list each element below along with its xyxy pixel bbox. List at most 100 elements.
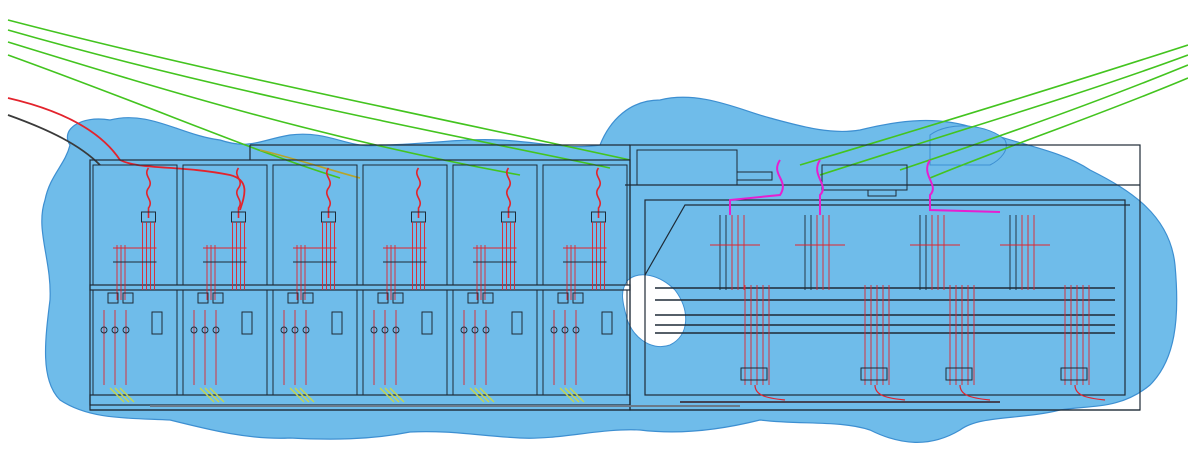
- coverage-blob-left: [41, 96, 1178, 443]
- cabinet-panel: [241, 311, 253, 335]
- cable-green-1: [7, 19, 631, 161]
- cabinet-lower-section: [182, 289, 268, 396]
- cabinet-breaker: [370, 326, 378, 334]
- feeder-1: [740, 285, 786, 401]
- feeder-outgoing: [959, 384, 991, 401]
- cabinet-breaker: [111, 326, 119, 334]
- cabinet-breaker: [302, 326, 310, 334]
- cabinet-6: [542, 164, 628, 403]
- cabinet-outgoing-cable: [209, 387, 225, 403]
- cabinet-row: [92, 164, 628, 403]
- cabinet-breaker: [190, 326, 198, 334]
- cabinet-upper-section: [542, 164, 628, 286]
- feeder-box: [740, 367, 768, 381]
- coverage-hole: [622, 274, 687, 347]
- cabinet-lower-section: [92, 289, 178, 396]
- top-equipment-3: [736, 171, 773, 181]
- top-equipment-4: [867, 189, 897, 197]
- cabinet-breaker: [201, 326, 209, 334]
- cable-red: [7, 97, 246, 211]
- upper-distribution-3: [910, 215, 960, 290]
- cabinet-outgoing-cable: [559, 387, 575, 403]
- magenta-wiring: [729, 159, 1001, 215]
- cabinet-upper-section: [452, 164, 538, 286]
- cabinet-outgoing-cable: [114, 387, 130, 403]
- cabinet-breaker: [460, 326, 468, 334]
- cabinet-meter-1: [557, 292, 569, 304]
- cabinet-meter-1: [377, 292, 389, 304]
- cabinet-red-cable: [506, 167, 511, 218]
- upper-distribution-2: [795, 215, 845, 290]
- cabinet-outgoing-cable: [294, 387, 310, 403]
- feeder-outgoing: [754, 384, 786, 401]
- cabinet-panel: [511, 311, 523, 335]
- cabinet-outgoing-cable: [474, 387, 490, 403]
- cabinet-breaker: [392, 326, 400, 334]
- cabinet-red-cable: [146, 167, 151, 218]
- cabinet-breaker: [212, 326, 220, 334]
- cabinet-lower-section: [272, 289, 358, 396]
- cabinet-upper-section: [362, 164, 448, 286]
- upper-distribution-4: [1000, 215, 1050, 290]
- feeder-box: [860, 367, 888, 381]
- cabinet-connector: [231, 211, 246, 223]
- cabinet-red-cable: [596, 167, 601, 218]
- cabinet-red-cable: [326, 167, 331, 218]
- cabinet-panel: [151, 311, 163, 335]
- cabinet-outgoing-cable: [299, 387, 315, 403]
- busbar-system: [636, 149, 1115, 401]
- floor-pipes: [150, 401, 1000, 407]
- cabinet-meter-1: [197, 292, 209, 304]
- cabinet-meter-2: [122, 292, 134, 304]
- cabinet-outgoing-cable: [199, 387, 215, 403]
- cabinet-connector: [321, 211, 336, 223]
- cabinet-meter-1: [287, 292, 299, 304]
- feeder-3: [945, 285, 991, 401]
- cabinet-4: [362, 164, 448, 403]
- cabinet-breaker: [122, 326, 130, 334]
- incoming-power: [7, 97, 246, 211]
- cabinet-meter-1: [107, 292, 119, 304]
- cabinet-panel: [421, 311, 433, 335]
- cabinet-5: [452, 164, 538, 403]
- magenta-wire-3: [926, 159, 1001, 213]
- cabinet-panel: [601, 311, 613, 335]
- cabinet-red-cable: [416, 167, 421, 218]
- cabinet-breaker: [572, 326, 580, 334]
- feeder-outgoing: [1074, 384, 1106, 401]
- cable-black: [7, 114, 101, 166]
- top-equipment-2: [821, 164, 908, 191]
- cabinet-breaker: [381, 326, 389, 334]
- cable-green-r3: [899, 64, 1188, 171]
- cabinet-meter-2: [482, 292, 494, 304]
- cabinet-outgoing-cable: [389, 387, 405, 403]
- cable-green-2: [7, 29, 611, 169]
- cabinet-2: [182, 164, 268, 403]
- cabinet-outgoing-cable: [204, 387, 220, 403]
- cabinet-panel: [331, 311, 343, 335]
- cabinet-1: [92, 164, 178, 403]
- cabinet-breaker: [291, 326, 299, 334]
- feeder-2: [860, 285, 906, 401]
- feeder-box: [945, 367, 973, 381]
- cabinet-breaker: [561, 326, 569, 334]
- cabinet-outgoing-cable: [569, 387, 585, 403]
- cabinet-meter-2: [212, 292, 224, 304]
- cable-green-4: [7, 54, 341, 179]
- cable-green-r1: [799, 44, 1188, 166]
- feeder-group: [710, 215, 1106, 401]
- cabinet-breaker: [550, 326, 558, 334]
- cabinet-outgoing-cable: [119, 387, 135, 403]
- cable-green-r2: [819, 54, 1188, 176]
- top-equipment-1: [636, 149, 738, 186]
- cabinet-connector: [141, 211, 156, 223]
- upper-distribution-1: [710, 215, 760, 290]
- cabinet-breaker: [471, 326, 479, 334]
- cabinet-meter-2: [392, 292, 404, 304]
- cabinet-outgoing-cable: [469, 387, 485, 403]
- cabinet-outgoing-cable: [479, 387, 495, 403]
- cabinet-outgoing-cable: [379, 387, 395, 403]
- frame-right-inner: [644, 199, 1126, 396]
- cabinet-breaker: [100, 326, 108, 334]
